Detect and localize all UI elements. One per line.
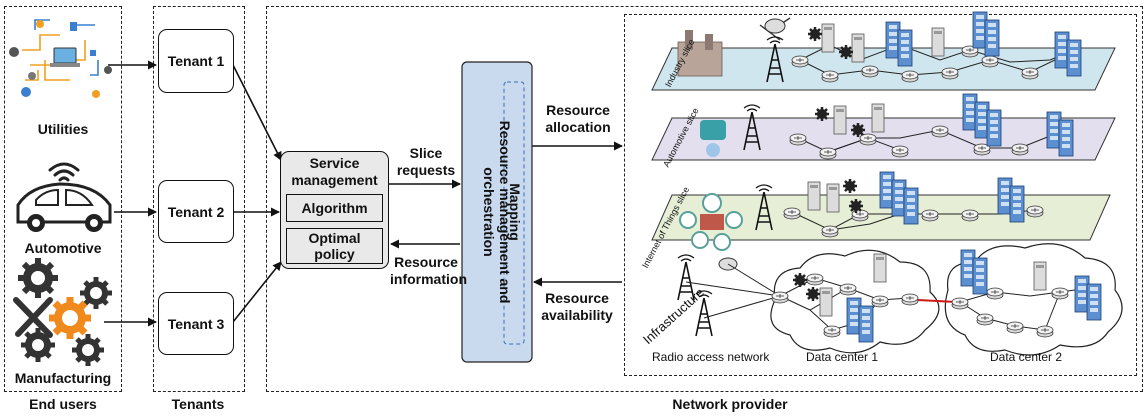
end-user-label-manufacturing: Manufacturing [14,370,112,386]
resource-availability-label: Resource availability [541,290,613,323]
utilities-icon [9,19,112,98]
end-users-title: End users [29,396,97,412]
tenants-frame [153,6,245,392]
algorithm-box: Algorithm [286,194,383,222]
network-provider-title: Network provider [672,396,788,412]
optimal-policy-label: Optimal policy [308,230,361,262]
tenant-2-box: Tenant 2 [158,180,234,243]
dc2-label: Data center 2 [990,350,1063,364]
algorithm-label: Algorithm [301,200,368,216]
slice-requests-label: Slice requests [396,145,456,178]
tenant-3-box: Tenant 3 [158,292,234,355]
optimal-policy-box: Optimal policy [286,228,383,264]
ran-label: Radio access network [652,350,770,364]
service-management-box: Service management Algorithm Optimal pol… [280,151,389,269]
mapping-label: Mapping [507,183,523,241]
automotive-slice-network [700,93,1074,160]
infrastructure-network [677,243,1123,356]
service-management-title: Service management [291,155,378,188]
end-users-frame [4,6,122,392]
manufacturing-icon [13,258,112,366]
automotive-icon [16,162,112,232]
end-user-label-automotive: Automotive [24,240,102,256]
resource-information-label: Resource information [390,254,467,287]
network-provider-frame [266,6,1143,392]
tenant-1-box: Tenant 1 [158,29,234,93]
end-user-label-utilities: Utilities [37,121,89,137]
dc1-label: Data center 1 [806,350,879,364]
resource-allocation-label: Resource allocation [545,102,611,135]
tenants-title: Tenants [171,396,225,412]
industry-slice-network [677,11,1082,83]
slices-frame [624,14,1137,376]
iot-slice-network [679,171,1044,251]
